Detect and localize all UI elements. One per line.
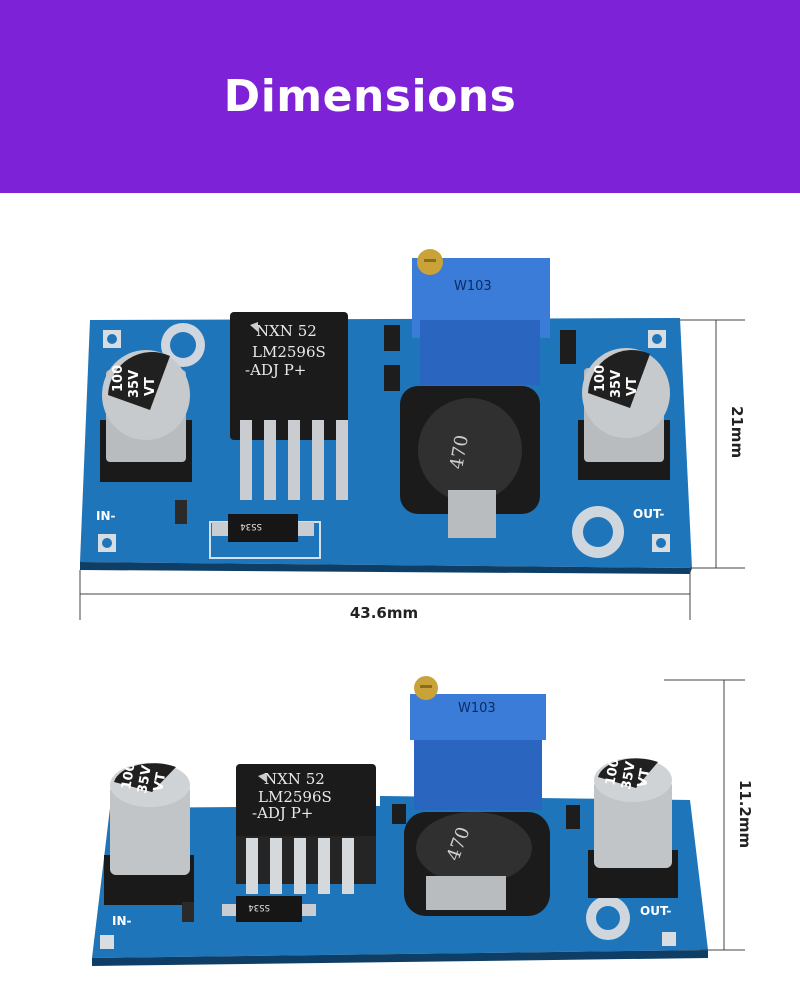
- regulator-chip-side: NXN 52 LM2596S -ADJ P+: [236, 764, 376, 894]
- svg-text:11.2mm: 11.2mm: [736, 780, 754, 848]
- regulator-chip: NXN 52 LM2596S -ADJ P+: [230, 312, 348, 500]
- header-banner: Dimensions: [0, 0, 800, 193]
- svg-text:100: 100: [111, 365, 126, 392]
- svg-text:LM2596S: LM2596S: [252, 343, 326, 361]
- diode-side: SS34: [222, 896, 316, 922]
- svg-text:OUT-: OUT-: [633, 507, 664, 521]
- svg-text:35V: 35V: [619, 760, 639, 790]
- svg-text:LM2596S: LM2596S: [258, 788, 332, 806]
- inductor-side: 470: [404, 812, 550, 916]
- svg-text:VT: VT: [625, 377, 640, 396]
- potentiometer-side: W103: [410, 676, 546, 810]
- svg-text:35V: 35V: [609, 370, 624, 398]
- svg-text:35V: 35V: [127, 370, 142, 398]
- svg-text:100: 100: [603, 757, 622, 786]
- svg-text:100: 100: [119, 761, 138, 790]
- svg-text:IN-: IN-: [112, 914, 132, 928]
- svg-text:35V: 35V: [135, 764, 155, 794]
- capacitor-right-side: 100 35V VT: [588, 757, 678, 898]
- svg-text:VT: VT: [143, 377, 158, 396]
- top-view-figure: 100 35V VT 100 35V VT NXN 52 LM2596S -AD…: [79, 249, 746, 622]
- svg-text:NXN 52: NXN 52: [256, 322, 317, 340]
- svg-text:43.6mm: 43.6mm: [350, 604, 418, 622]
- svg-text:W103: W103: [454, 279, 492, 294]
- svg-text:-ADJ P+: -ADJ P+: [252, 804, 313, 822]
- svg-text:VT: VT: [635, 767, 653, 788]
- svg-text:100: 100: [593, 365, 608, 392]
- svg-text:VT: VT: [151, 771, 169, 792]
- height-dimension: 21mm: [680, 319, 746, 569]
- width-dimension: 43.6mm: [79, 570, 691, 622]
- capacitor-left: 100 35V VT: [100, 350, 192, 482]
- diode: SS34: [212, 514, 314, 542]
- potentiometer: W103: [412, 249, 550, 385]
- svg-text:OUT-: OUT-: [640, 904, 671, 918]
- svg-text:IN-: IN-: [96, 509, 116, 523]
- inductor: 470: [400, 386, 540, 538]
- svg-text:-ADJ P+: -ADJ P+: [245, 361, 306, 379]
- page-title: Dimensions: [223, 71, 517, 122]
- capacitor-left-side: 100 35V VT: [104, 761, 194, 905]
- svg-text:SS34: SS34: [248, 902, 270, 912]
- svg-text:NXN 52: NXN 52: [264, 770, 325, 788]
- capacitor-right: 100 35V VT: [578, 348, 670, 480]
- side-view-figure: 100 35V VT 100 35V VT NXN 52 LM2596S -AD…: [92, 676, 754, 966]
- svg-text:W103: W103: [458, 701, 496, 716]
- side-height-dimension: 11.2mm: [664, 679, 754, 951]
- svg-text:SS34: SS34: [240, 521, 262, 531]
- svg-text:21mm: 21mm: [728, 406, 746, 458]
